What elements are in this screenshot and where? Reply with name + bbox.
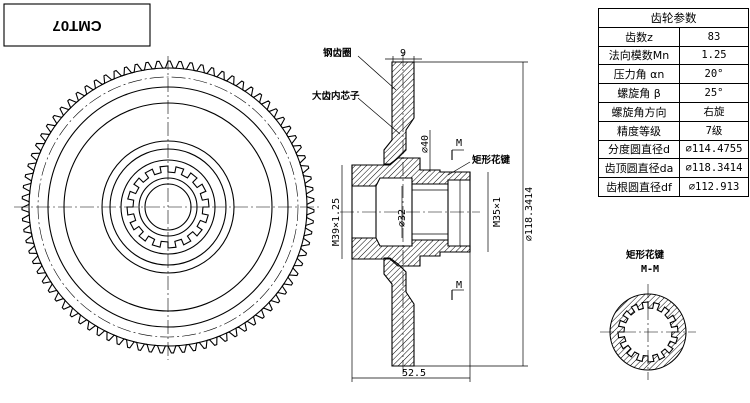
row-value: ⌀118.3414 <box>679 158 749 179</box>
section-mark-top: M <box>456 138 462 149</box>
row-value: ⌀114.4755 <box>679 139 749 160</box>
label-spline-section: 矩形花键 <box>471 154 511 166</box>
dim-thread-right: M35×1 <box>492 197 503 227</box>
table-row: 齿根圆直径df⌀112.913 <box>598 177 749 197</box>
table-title: 齿轮参数 <box>598 8 749 28</box>
row-label: 法向模数Mn <box>598 45 680 66</box>
title-box-text: CMT07 <box>52 17 101 34</box>
label-inner-core: 大齿内芯子 <box>312 90 360 102</box>
section-view: 9 ⌀118.3414 M39×1.25 ⌀40 ⌀32 M35×1 52.5 … <box>312 47 535 382</box>
table-row: 齿顶圆直径da⌀118.3414 <box>598 158 749 179</box>
dim-dia-outer: ⌀118.3414 <box>524 187 535 241</box>
row-label: 齿根圆直径df <box>598 177 680 197</box>
row-value: 右旋 <box>679 101 749 122</box>
table-row: 螺旋角方向右旋 <box>598 101 749 122</box>
row-label: 精度等级 <box>598 120 680 141</box>
row-label: 螺旋角方向 <box>598 101 680 122</box>
section-lower-rim <box>383 257 415 367</box>
row-label: 齿数z <box>598 26 680 47</box>
spline-title: 矩形花键 <box>625 249 665 261</box>
row-label: 压力角 αn <box>598 64 680 85</box>
row-label: 齿顶圆直径da <box>598 158 680 179</box>
dim-width-top: 9 <box>400 48 406 59</box>
gear-front-view <box>14 56 322 360</box>
row-value: ⌀112.913 <box>679 177 749 197</box>
label-steel-ring: 钢齿圈 <box>323 47 352 59</box>
row-value: 25° <box>679 83 749 103</box>
section-mark-bottom: M <box>456 280 462 291</box>
dim-length-bottom: 52.5 <box>402 368 426 379</box>
row-value: 83 <box>679 26 749 47</box>
row-value: 7级 <box>679 120 749 141</box>
row-value: 20° <box>679 64 749 85</box>
row-label: 分度圆直径d <box>598 139 680 160</box>
dim-dia-32: ⌀32 <box>397 209 408 227</box>
dim-dia-40: ⌀40 <box>420 135 431 153</box>
table-row: 分度圆直径d⌀114.4755 <box>598 139 749 160</box>
spline-section-view: 矩形花键 M-M <box>600 249 696 380</box>
section-upper-rim <box>383 61 415 165</box>
section-upper-hub <box>351 157 471 187</box>
spline-ref: M-M <box>641 264 659 275</box>
section-lower-hub <box>351 237 471 267</box>
row-value: 1.25 <box>679 45 749 66</box>
dim-thread-left: M39×1.25 <box>331 198 342 246</box>
title-box: CMT07 <box>3 3 151 47</box>
row-label: 螺旋角 β <box>598 83 680 103</box>
